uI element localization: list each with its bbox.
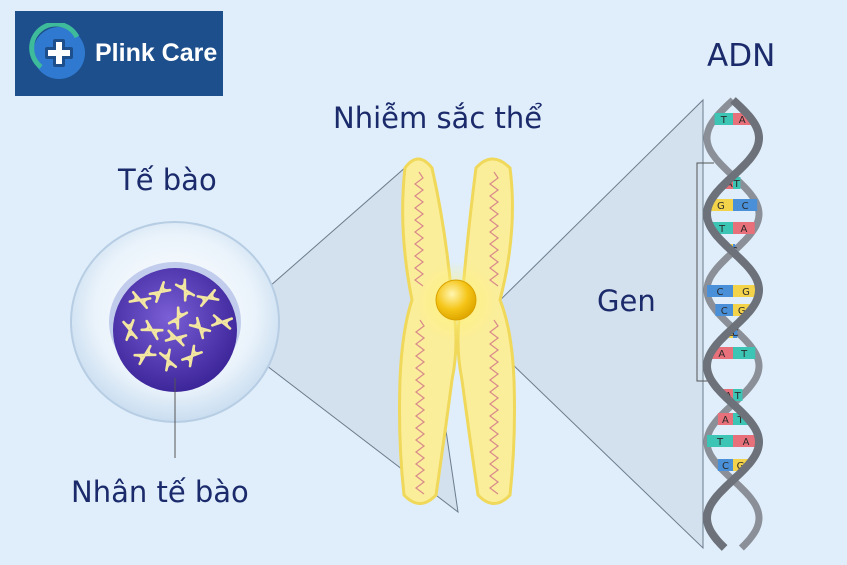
nucleus-chromosome [181,344,203,368]
dna-base-letter: G [742,287,750,298]
dna-base-letter: C [722,461,729,472]
dna-base-letter: A [739,115,746,126]
nucleus-chromosome [148,281,172,303]
logo-text: Plink Care [95,39,218,67]
dna-base-letter: T [720,115,728,126]
dna-base-letter: T [734,391,742,402]
dna-base-letter: G [738,306,746,317]
dna-base-letter: C [717,287,724,298]
medical-cross-icon [29,23,85,79]
dna-base-letter: G [737,461,745,472]
dna-base-letter: G [717,201,725,212]
nucleus-chromosome [167,306,189,330]
chromosome [398,157,516,505]
dna-base-letter: T [740,349,748,360]
dna-front-strand [702,97,764,551]
chromatin-coil-right-top [489,171,499,287]
centromere [435,279,477,321]
nucleus-chromosome [122,318,138,342]
dna-base-letter: A [740,224,747,235]
nucleus-chromosome [140,319,164,341]
dna-base-letter: T [733,179,741,190]
zoom-wedge-chromosome-to-dna [481,98,704,550]
label-dna: ADN [707,38,776,74]
nucleus-chromosome [133,344,157,366]
nucleus-chromosomes [122,278,234,372]
nucleus-chromosome [158,348,178,372]
nucleus-chromosome [164,329,188,347]
dna-base-letter: T [716,437,724,448]
dna-base-letter: C [732,328,739,339]
dna-base-letter: T [718,224,726,235]
dna-base-letter: C [721,306,728,317]
label-chromosome: Nhiễm sắc thể [333,101,543,135]
chromatid-left [398,157,458,505]
dna-base-letter: A [743,437,750,448]
label-nucleus: Nhân tế bào [71,475,249,509]
nucleus-chromosome [210,314,234,330]
nucleus-chromosome [196,288,220,308]
label-gene: Gen [597,284,656,318]
label-cell: Tế bào [118,163,217,197]
dna-base-letter: A [722,415,729,426]
gene-bracket [696,162,714,382]
dna-base-letter: C [742,201,749,212]
cell [70,221,280,423]
dna-base-letter: A [718,349,725,360]
nucleus-chromosome [174,278,196,302]
nucleus-chromosome [128,290,152,310]
logo: Plink Care [15,11,223,96]
chromatin-coil-left-bottom [415,319,425,495]
chromatin-coil-left-top [414,171,424,287]
dna-base-letter: T [736,415,744,426]
chromatin-coil-right-bottom [489,319,499,495]
